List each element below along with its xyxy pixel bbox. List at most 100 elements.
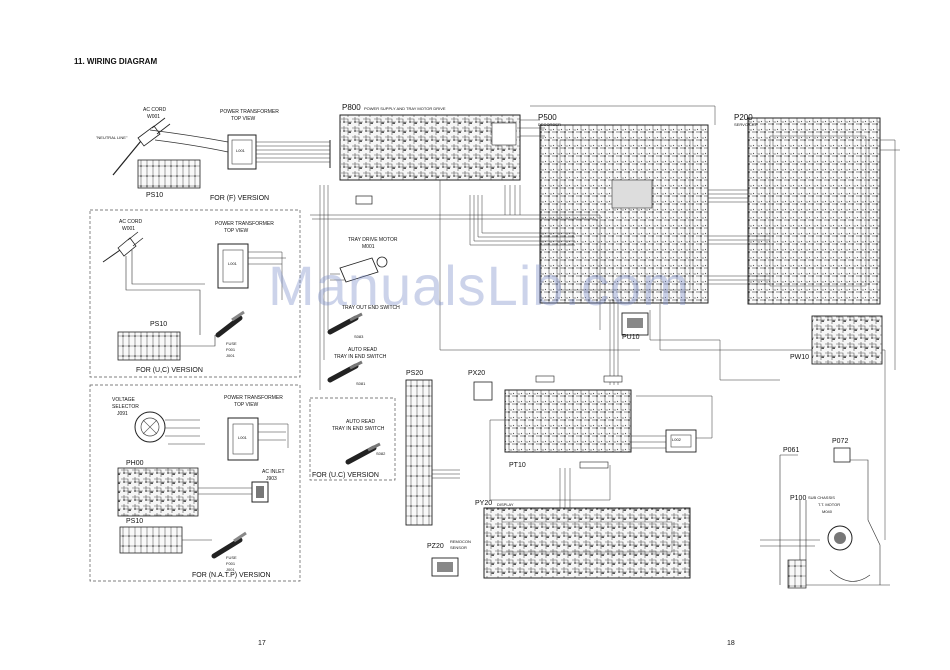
label-p500: P500 xyxy=(538,113,557,122)
version-box-uc-right xyxy=(309,397,396,481)
label-fuse-2c: J001 xyxy=(226,353,235,358)
label-voltage-selector-c: J091 xyxy=(117,411,128,417)
label-pt-1a: POWER TRANSFORMER xyxy=(220,109,279,115)
transformer-l001-f xyxy=(227,134,257,170)
label-auto-read-2: AUTO READ xyxy=(346,419,376,425)
label-p100-desc2: T.T. MOTOR xyxy=(818,502,841,507)
label-f-version: FOR (F) VERSION xyxy=(210,195,270,202)
label-pz20: PZ20 xyxy=(427,543,444,550)
label-py20: PY20 xyxy=(475,500,493,507)
label-natp-version: FOR (N.A.T.P) VERSION xyxy=(192,572,271,579)
label-uc-left-version: FOR (U,C) VERSION xyxy=(136,367,203,374)
natp-section xyxy=(117,411,289,559)
label-p200: P200 xyxy=(734,113,753,122)
label-fuse-3: FUSE xyxy=(226,555,237,560)
label-pt-2a: POWER TRANSFORMER xyxy=(215,221,274,227)
p500-board xyxy=(539,124,709,304)
fuse-uc xyxy=(215,310,245,338)
label-pt-2b: TOP VIEW xyxy=(224,228,249,234)
label-l001-3: L001 xyxy=(238,435,247,440)
label-uc-right-version: FOR (U.C) VERSION xyxy=(312,472,379,479)
harness-wires xyxy=(310,105,900,540)
uc-left-section xyxy=(102,231,286,361)
label-p100-desc3: M040 xyxy=(822,509,833,514)
label-l001-2: L001 xyxy=(228,261,237,266)
label-tray-out: TRAY OUT END SWITCH xyxy=(342,305,400,311)
switch-s082 xyxy=(345,442,381,465)
label-pu10: PU10 xyxy=(622,334,640,341)
py20-board xyxy=(483,507,691,579)
label-ps20: PS20 xyxy=(406,370,424,377)
label-p100: P100 xyxy=(790,495,807,502)
label-p072: P072 xyxy=(832,438,849,445)
switch-s081 xyxy=(327,360,363,383)
px20-board xyxy=(473,381,493,401)
ac-inlet-j903 xyxy=(251,481,269,503)
label-pt10: PT10 xyxy=(509,462,526,469)
label-tray-motor: TRAY DRIVE MOTOR xyxy=(348,237,398,243)
label-pt-3b: TOP VIEW xyxy=(234,402,259,408)
label-p800-desc: POWER SUPPLY AND TRAY MOTOR DRIVE xyxy=(364,106,446,111)
ps10-board-uc xyxy=(117,331,181,361)
pt10-board xyxy=(504,389,632,453)
transformer-l001-uc xyxy=(217,243,249,289)
p100-sub-chassis xyxy=(760,454,890,586)
label-voltage-selector: VOLTAGE xyxy=(112,397,135,403)
label-p100-desc1: SUB CHASSIS xyxy=(808,495,835,500)
page-number-right: 18 xyxy=(727,640,735,647)
label-p200-desc: SERVO CKT xyxy=(734,122,758,127)
f-version-section xyxy=(112,117,331,189)
p072-board xyxy=(833,447,851,463)
label-ac-cord-1: AC CORD xyxy=(143,107,167,113)
voltage-selector xyxy=(134,411,166,443)
l002-coil xyxy=(631,395,713,453)
label-fuse-2b: F001 xyxy=(226,347,236,352)
label-neutral-line: "NEUTRAL LINE" xyxy=(96,135,128,140)
label-ac-inlet: AC INLET xyxy=(262,469,285,475)
label-fuse-2: FUSE xyxy=(226,341,237,346)
label-px20: PX20 xyxy=(468,370,486,377)
label-pz20-desc2: SENSOR xyxy=(450,545,467,550)
label-fuse-3b: F001 xyxy=(226,561,236,566)
tray-drive-motor xyxy=(330,256,388,283)
label-auto-read-1: AUTO READ xyxy=(348,347,378,353)
ps20-board xyxy=(405,379,433,526)
p800-board xyxy=(339,114,521,181)
version-box-uc-left xyxy=(89,209,301,378)
fuse-natp xyxy=(211,531,247,559)
label-s082: S082 xyxy=(376,451,386,456)
ps10-board-f xyxy=(137,159,201,189)
label-py20-desc: DISPLAY xyxy=(497,502,514,507)
page-number-left: 17 xyxy=(258,640,266,647)
label-ps10-f: PS10 xyxy=(146,192,164,199)
label-w001-2: W001 xyxy=(122,226,136,232)
label-s083: S083 xyxy=(354,334,364,339)
label-l001-1: L001 xyxy=(236,148,245,153)
label-l002: L002 xyxy=(672,437,681,442)
ph00-board xyxy=(117,467,199,517)
label-p061: P061 xyxy=(783,447,800,454)
watermark: ManualsLib.com xyxy=(268,254,690,317)
page-title: 11. WIRING DIAGRAM xyxy=(74,57,158,66)
label-auto-read-2b: TRAY IN END SWITCH xyxy=(332,426,385,432)
label-ps10-natp: PS10 xyxy=(126,518,144,525)
label-fuse-3c: J001 xyxy=(226,567,235,572)
label-pz20-desc1: REMOCON xyxy=(450,539,471,544)
version-box-natp xyxy=(89,384,301,582)
label-ph00: PH00 xyxy=(126,460,144,467)
label-s081: S081 xyxy=(356,381,366,386)
label-voltage-selector-b: SELECTOR xyxy=(112,404,139,410)
switch-s083 xyxy=(327,312,363,335)
label-ac-inlet-b: J903 xyxy=(266,476,277,482)
label-tray-motor-b: M001 xyxy=(362,244,375,250)
label-ps10-uc: PS10 xyxy=(150,321,168,328)
label-p500-desc: DECORDER xyxy=(538,122,561,127)
label-w001-1: W001 xyxy=(147,114,161,120)
label-p800: P800 xyxy=(342,103,361,112)
ps10-board-natp xyxy=(119,526,183,554)
label-pw10: PW10 xyxy=(790,354,810,361)
label-pt-1b: TOP VIEW xyxy=(231,116,256,122)
label-auto-read-1b: TRAY IN END SWITCH xyxy=(334,354,387,360)
label-pt-3a: POWER TRANSFORMER xyxy=(224,395,283,401)
